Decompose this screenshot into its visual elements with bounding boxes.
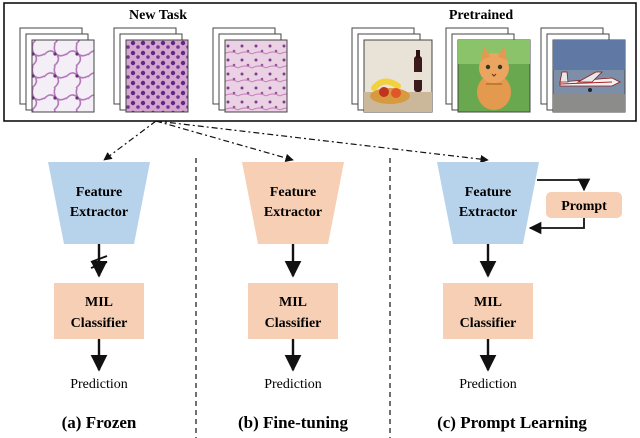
flow-arrow-to-fine-tuning <box>155 120 294 162</box>
prompt-loop-arrow-out <box>537 178 591 192</box>
pretrained-label: Pretrained <box>449 8 513 23</box>
pretrained-image-stack-3 <box>540 27 626 113</box>
panel-caption: (b) Fine-tuning <box>238 413 349 432</box>
gradient-block-mark <box>90 255 108 263</box>
mil-classifier-label: MIL <box>474 295 502 310</box>
new-task-image-stack-2 <box>113 27 189 113</box>
panel-fine-tuning: Feature Extractor MIL Classifier Predict… <box>238 162 349 432</box>
prediction-label: Prediction <box>264 377 322 392</box>
feature-extractor-block <box>242 162 344 244</box>
flow-arrow-to-frozen <box>103 120 157 161</box>
feature-extractor-block <box>48 162 150 244</box>
histology-mixed-tissue-image <box>224 39 288 113</box>
gradient-block-mark <box>90 261 108 269</box>
prompt-block <box>546 192 622 218</box>
input-images-frame <box>3 2 637 122</box>
airplane-image <box>552 39 626 113</box>
new-task-label: New Task <box>129 8 187 23</box>
panel-caption: (a) Frozen <box>62 413 137 432</box>
food-fruit-wine-image <box>363 39 433 113</box>
feature-extractor-label: Feature <box>270 185 316 200</box>
kitten-image <box>457 39 531 113</box>
prompt-loop-arrow-in <box>528 218 585 235</box>
prediction-label: Prediction <box>70 377 128 392</box>
feature-extractor-label: Feature <box>76 185 122 200</box>
new-task-image-stack-1 <box>19 27 95 113</box>
new-task-image-stack-3 <box>212 27 288 113</box>
histology-fat-tissue-image <box>31 39 95 113</box>
prompt-label: Prompt <box>561 199 607 214</box>
feature-extractor-block <box>437 162 539 244</box>
mil-classifier-label: MIL <box>85 295 113 310</box>
histology-dense-cells-image <box>125 39 189 113</box>
feature-extractor-label: Extractor <box>264 205 322 220</box>
mil-classifier-label: Classifier <box>460 316 517 331</box>
feature-extractor-label: Feature <box>465 185 511 200</box>
panel-frozen: Feature Extractor MIL Classifier Predict… <box>48 162 150 432</box>
feature-extractor-label: Extractor <box>459 205 517 220</box>
mil-classifier-label: Classifier <box>265 316 322 331</box>
mil-classifier-label: MIL <box>279 295 307 310</box>
flow-arrow-to-prompt-learning <box>155 120 489 164</box>
panel-prompt-learning: Feature Extractor Prompt MIL Classifier … <box>437 162 622 432</box>
pretrained-image-stack-1 <box>351 27 433 113</box>
mil-classifier-block <box>443 283 533 339</box>
mil-classifier-block <box>54 283 144 339</box>
panel-caption: (c) Prompt Learning <box>437 413 587 432</box>
prediction-label: Prediction <box>459 377 517 392</box>
feature-extractor-label: Extractor <box>70 205 128 220</box>
mil-classifier-label: Classifier <box>71 316 128 331</box>
mil-classifier-block <box>248 283 338 339</box>
pretrained-image-stack-2 <box>445 27 531 113</box>
